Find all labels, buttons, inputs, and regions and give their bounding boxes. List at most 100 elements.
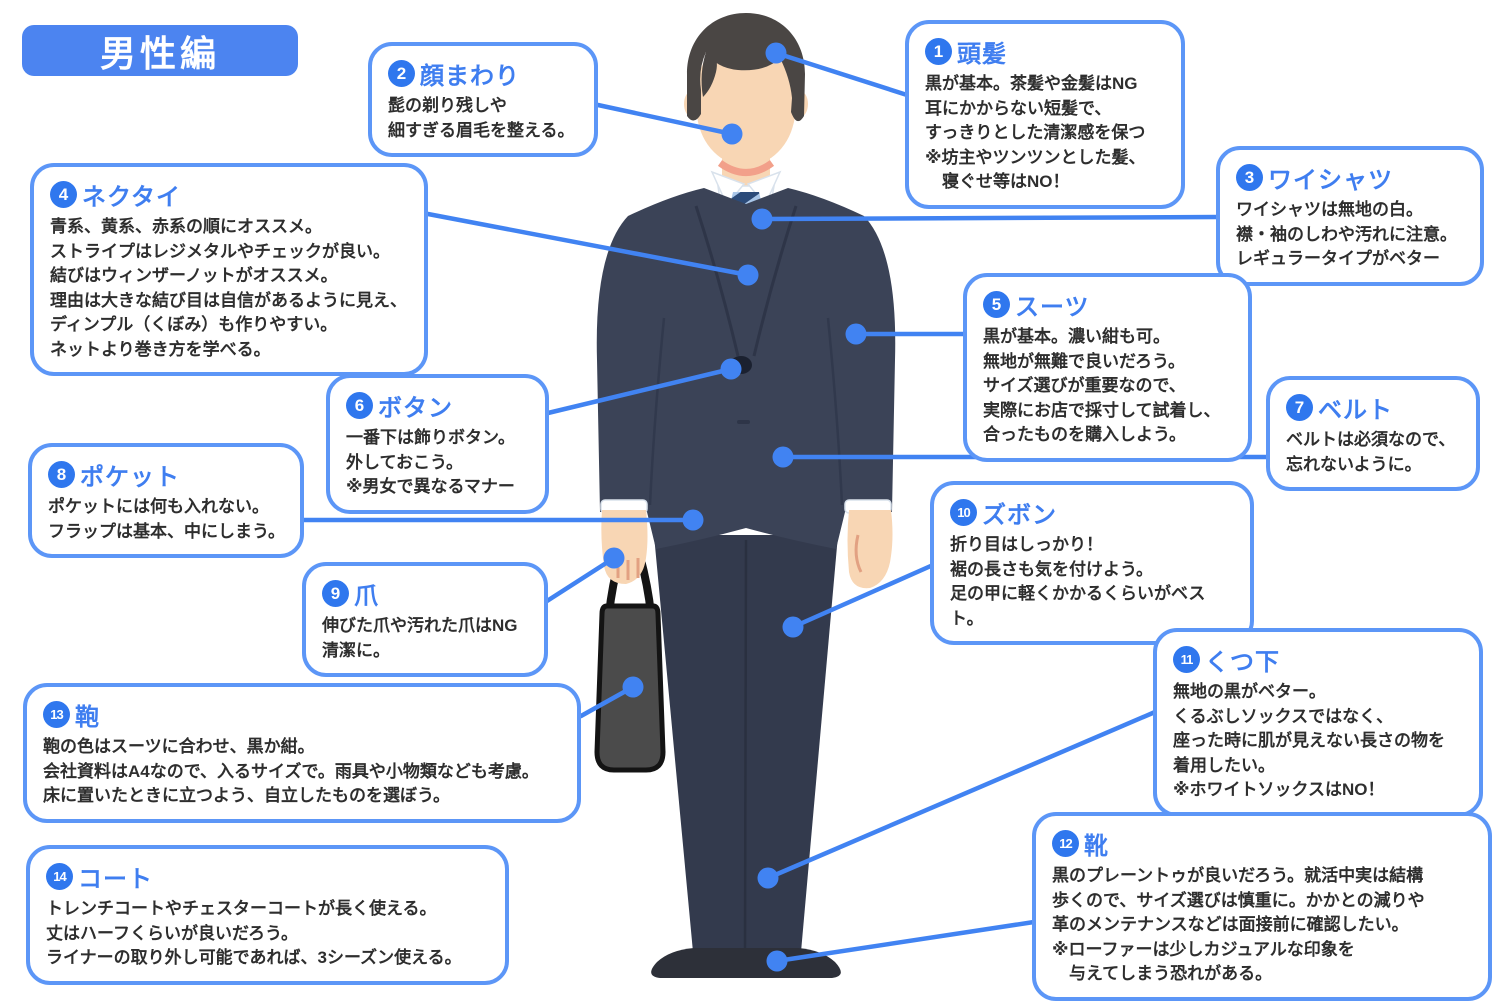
thumb-line-right	[854, 534, 863, 573]
marker-dot-pocket	[682, 509, 704, 531]
callout-body: ポケットには何も入れない。 フラップは基本、中にしまう。	[48, 497, 285, 541]
number-badge: 12	[1052, 830, 1079, 857]
number-badge: 1	[925, 38, 952, 65]
marker-dot-shoes	[766, 950, 788, 972]
marker-dot-necktie	[737, 264, 759, 286]
callout-coat: 14 コート トレンチコートやチェスターコートが長く使える。 丈はハーフくらいが…	[26, 845, 509, 985]
connector-line-1	[773, 50, 910, 98]
connector-line-9	[544, 555, 617, 604]
hair-fringe	[701, 50, 717, 97]
number-badge: 14	[46, 863, 73, 890]
marker-dot-suit	[845, 323, 867, 345]
marker-dot-belt	[772, 446, 794, 468]
callout-bag: 13 鞄 鞄の色はスーツに合わせ、黒か紺。 会社資料はA4なので、入るサイズで。…	[23, 683, 581, 823]
hand-right	[847, 510, 893, 589]
marker-dots	[603, 42, 867, 972]
callout-body: 髭の剃り残しや 細すぎる眉毛を整える。	[388, 96, 575, 140]
connector-line-3	[759, 214, 1221, 222]
connector-line-6	[545, 366, 734, 416]
callout-belt: 7 ベルト ベルトは必須なので、 忘れないように。	[1266, 376, 1480, 491]
callout-heading: 1 頭髪	[925, 34, 1166, 69]
number-badge: 9	[322, 580, 349, 607]
sleeve-seam-right	[826, 317, 844, 506]
callout-body: トレンチコートやチェスターコートが長く使える。 丈はハーフくらいが良いだろう。 …	[46, 899, 462, 967]
callout-heading: 2 顔まわり	[388, 56, 579, 91]
callout-body: ワイシャツは無地の白。 襟・袖のしわや汚れに注意。 レギュラータイプがベター	[1236, 200, 1457, 268]
callout-heading: 9 爪	[322, 576, 529, 611]
callout-title: ボタン	[378, 395, 453, 422]
number-badge: 13	[43, 701, 70, 728]
marker-dot-button	[720, 358, 742, 380]
callout-title: ズボン	[982, 502, 1057, 529]
sleeve-seam-left	[648, 317, 666, 506]
callout-title: ポケット	[80, 464, 180, 491]
number-badge: 10	[950, 499, 977, 526]
callout-suit: 5 スーツ 黒が基本。濃い紺も可。 無地が無難で良いだろう。 サイズ選びが重要な…	[963, 273, 1252, 462]
callout-body: 無地の黒がベター。 くるぶしソックスではなく、 座った時に肌が見えない長さの物を…	[1173, 682, 1445, 799]
callout-heading: 7 ベルト	[1286, 390, 1461, 425]
callout-title: ワイシャツ	[1268, 167, 1393, 194]
callout-title: コート	[78, 866, 153, 893]
callout-title: 鞄	[75, 704, 100, 731]
marker-dot-nails	[603, 547, 625, 569]
callout-title: 靴	[1084, 833, 1109, 860]
shoe-left	[651, 948, 746, 978]
callout-body: 一番下は飾りボタン。 外しておこう。 ※男女で異なるマナー	[346, 428, 515, 496]
connector-line-4	[425, 211, 751, 278]
callout-necktie: 4 ネクタイ 青系、黄系、赤系の順にオススメ。 ストライプはレジメタルやチェック…	[30, 163, 428, 376]
callout-body: 鞄の色はスーツに合わせ、黒か紺。 会社資料はA4なので、入るサイズで。雨具や小物…	[43, 737, 539, 805]
callout-body: ベルトは必須なので、 忘れないように。	[1286, 430, 1456, 474]
connector-line-11	[765, 709, 1158, 881]
marker-dot-face	[721, 123, 743, 145]
callout-title: くつ下	[1205, 649, 1280, 676]
number-badge: 7	[1286, 394, 1313, 421]
callout-title: 爪	[354, 583, 379, 610]
callout-heading: 6 ボタン	[346, 388, 530, 423]
callout-buttons: 6 ボタン 一番下は飾りボタン。 外しておこう。 ※男女で異なるマナー	[326, 374, 549, 514]
neck-shadow	[717, 160, 775, 176]
number-badge: 5	[983, 291, 1010, 318]
marker-dot-bag	[622, 676, 644, 698]
man-illustration	[594, 13, 896, 978]
callout-body: 黒のプレーントゥが良いだろう。就活中実は結構 歩くので、サイズ選びは慎重に。かか…	[1052, 866, 1425, 983]
callout-heading: 14 コート	[46, 859, 490, 894]
callout-title: 顔まわり	[420, 63, 520, 90]
connector-line-10	[790, 562, 936, 630]
callout-hair: 1 頭髪 黒が基本。茶髪や金髪はNG 耳にかからない短髪で、 すっきりとした清潔…	[905, 20, 1185, 209]
callout-face: 2 顔まわり 髭の剃り残しや 細すぎる眉毛を整える。	[368, 42, 598, 157]
jacket-buttonhole	[737, 420, 750, 424]
callout-heading: 10 ズボン	[950, 495, 1235, 530]
callout-trousers: 10 ズボン 折り目はしっかり！ 裾の長さも気を付けよう。 足の甲に軽くかかるく…	[930, 481, 1254, 645]
callout-title: ベルト	[1318, 397, 1393, 424]
callout-shoes: 12 靴 黒のプレーントゥが良いだろう。就活中実は結構 歩くので、サイズ選びは慎…	[1032, 812, 1492, 1001]
number-badge: 11	[1173, 646, 1200, 673]
callout-heading: 12 靴	[1052, 826, 1473, 861]
callout-shirt: 3 ワイシャツ ワイシャツは無地の白。 襟・袖のしわや汚れに注意。 レギュラータ…	[1216, 146, 1484, 286]
marker-dot-trousers	[782, 616, 804, 638]
callout-title: スーツ	[1015, 294, 1090, 321]
connector-line-2	[595, 102, 735, 137]
callout-body: 折り目はしっかり！ 裾の長さも気を付けよう。 足の甲に軽くかかるくらいがベスト。	[950, 535, 1206, 628]
marker-dot-hair	[765, 42, 787, 64]
number-badge: 6	[346, 392, 373, 419]
callout-body: 伸びた爪や汚れた爪はNG 清潔に。	[322, 616, 518, 660]
callout-nails: 9 爪 伸びた爪や汚れた爪はNG 清潔に。	[302, 562, 548, 677]
hair	[687, 13, 805, 122]
callout-title: ネクタイ	[82, 184, 182, 211]
callout-heading: 11 くつ下	[1173, 642, 1464, 677]
callout-heading: 4 ネクタイ	[50, 177, 409, 212]
callout-pockets: 8 ポケット ポケットには何も入れない。 フラップは基本、中にしまう。	[28, 443, 304, 558]
callout-body: 黒が基本。濃い紺も可。 無地が無難で良いだろう。 サイズ選びが重要なので、 実際…	[983, 327, 1221, 444]
title-badge: 男性編	[22, 25, 298, 76]
lapel-left	[694, 205, 740, 357]
callout-title: 頭髪	[957, 41, 1007, 68]
number-badge: 4	[50, 181, 77, 208]
callout-body: 黒が基本。茶髪や金髪はNG 耳にかからない短髪で、 すっきりとした清潔感を保つ …	[925, 74, 1146, 191]
callout-body: 青系、黄系、赤系の順にオススメ。 ストライプはレジメタルやチェックが良い。 結び…	[50, 217, 407, 359]
number-badge: 2	[388, 60, 415, 87]
trouser-crease	[743, 539, 748, 951]
lapel-right	[752, 205, 798, 357]
callout-socks: 11 くつ下 無地の黒がベター。 くるぶしソックスではなく、 座った時に肌が見え…	[1153, 628, 1483, 817]
marker-dot-shirt	[751, 208, 773, 230]
